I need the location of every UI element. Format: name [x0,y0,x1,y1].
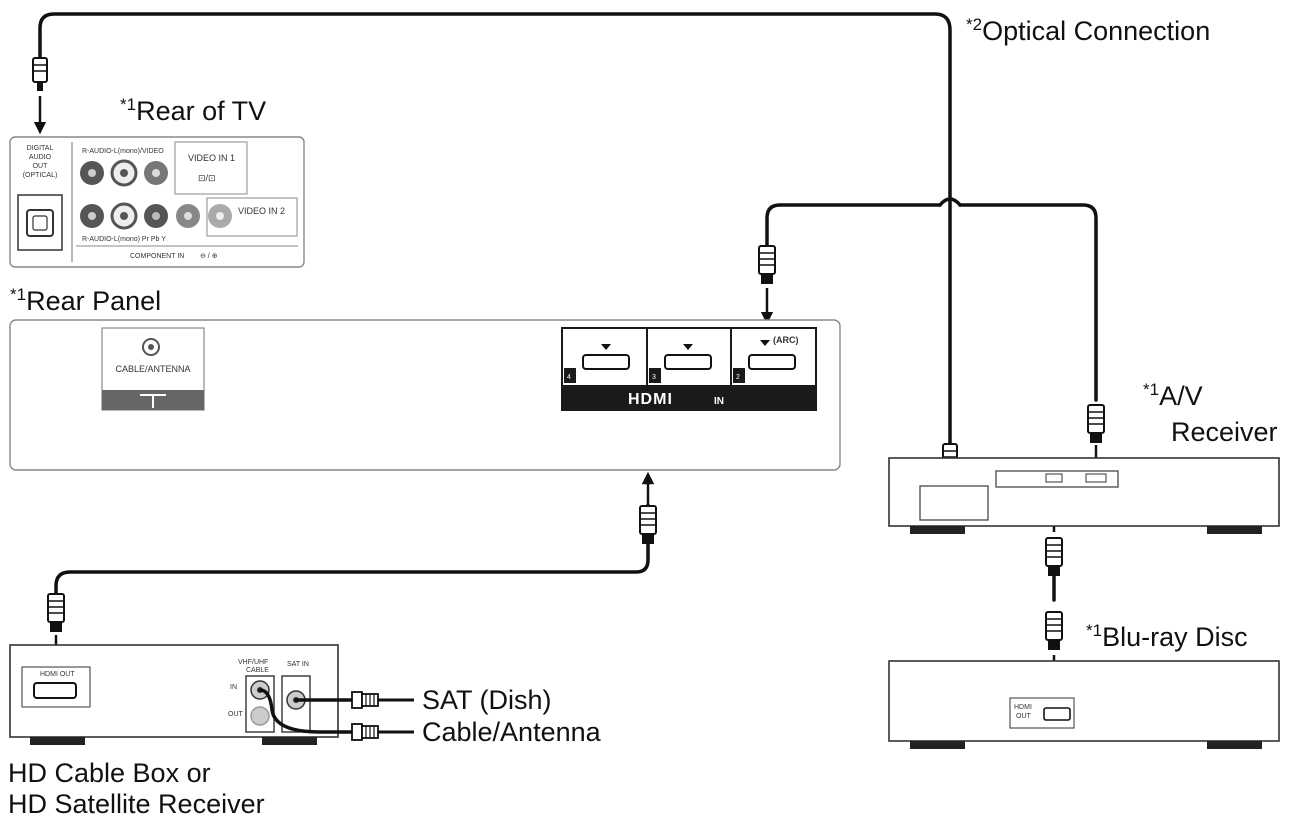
svg-text:AUDIO: AUDIO [29,154,52,161]
svg-text:SAT IN: SAT IN [287,661,309,668]
bluray-box: HDMI OUT [888,660,1280,749]
hdmi-port-3 [664,354,712,370]
bluray-label: *1Blu-ray Disc [1086,621,1248,652]
tv-rear-panel-main: CABLE/ANTENNA 4 3 (ARC) 2 HDM [9,319,841,471]
optical-plug-tv [32,57,48,92]
cable-antenna-port: CABLE/ANTENNA [101,327,205,411]
svg-text:OUT: OUT [1016,713,1032,720]
svg-text:VHF/UHF: VHF/UHF [238,659,268,666]
svg-text:(ARC): (ARC) [773,335,799,345]
bluray-hdmi-port [1043,707,1071,721]
svg-text:IN: IN [230,684,237,691]
av-receiver-label-line2: Receiver [1171,417,1278,447]
svg-text:4: 4 [567,374,571,381]
svg-text:DIGITAL: DIGITAL [27,145,54,152]
svg-text:COMPONENT IN: COMPONENT IN [130,253,184,260]
rca-row2 [80,202,232,230]
cable-box: HDMI OUT VHF/UHF CABLE SAT IN IN OUT [9,644,339,745]
hdmi-plug-bluray [1045,611,1063,651]
hdmi-plug-panel-lower [639,505,657,545]
cable-coax-connector [351,723,414,741]
svg-text:IN: IN [714,396,724,407]
optical-connection-label: *2Optical Connection [966,15,1210,46]
svg-text:CABLE/ANTENNA: CABLE/ANTENNA [115,364,190,374]
hdmi-plug-cablebox [47,593,65,633]
hdmi-logo: HDMI [628,391,673,408]
tv-rear-panel: DIGITAL AUDIO OUT (OPTICAL) R-AUDIO-L(mo… [9,136,305,268]
hdmi-port-4 [582,354,630,370]
cable-antenna-label: Cable/Antenna [422,717,602,747]
svg-text:HDMI: HDMI [1014,704,1032,711]
av-receiver-box [888,457,1280,534]
hd-box-label-line1: HD Cable Box or [8,758,211,788]
rca-row1 [80,159,168,187]
rear-panel-label: *1Rear Panel [10,285,161,316]
sat-dish-label: SAT (Dish) [422,685,552,715]
svg-text:3: 3 [652,374,656,381]
hdmi-plug-receiver [1087,404,1105,444]
hdmi-plug-panel [758,245,776,285]
svg-text:VIDEO IN 2: VIDEO IN 2 [238,206,285,216]
hdmi-in-block: 4 3 (ARC) 2 HDMI IN [561,327,817,411]
svg-text:OUT: OUT [33,163,49,170]
svg-text:OUT: OUT [228,711,244,718]
hdmi-plug-receiver-bottom [1045,537,1063,577]
svg-text:R-AUDIO-L(mono) Pr Pb Y: R-AUDIO-L(mono) Pr Pb Y [82,236,166,243]
svg-text:CABLE: CABLE [246,667,269,674]
hd-box-label-line2: HD Satellite Receiver [8,789,265,819]
sat-coax-connector [351,691,414,709]
svg-text:R-AUDIO-L(mono)/VIDEO: R-AUDIO-L(mono)/VIDEO [82,148,164,155]
svg-text:(OPTICAL): (OPTICAL) [23,172,58,179]
cablebox-hdmi-port [33,682,77,699]
av-receiver-label: *1A/V [1143,380,1203,411]
digital-audio-out: DIGITAL AUDIO OUT (OPTICAL) [17,145,63,251]
svg-text:2: 2 [736,374,740,381]
hdmi-cable-receiver [765,203,942,247]
hdmi-cable-cablebox [54,503,650,602]
optical-cable [38,12,952,447]
hdmi-port-2-arc [748,354,796,370]
svg-text:⊖ / ⊕: ⊖ / ⊕ [200,253,218,260]
svg-text:HDMI OUT: HDMI OUT [40,671,75,678]
svg-text:⊡/⊡: ⊡/⊡ [198,173,216,183]
rear-of-tv-label: *1Rear of TV [120,95,266,126]
svg-text:VIDEO IN 1: VIDEO IN 1 [188,153,235,163]
